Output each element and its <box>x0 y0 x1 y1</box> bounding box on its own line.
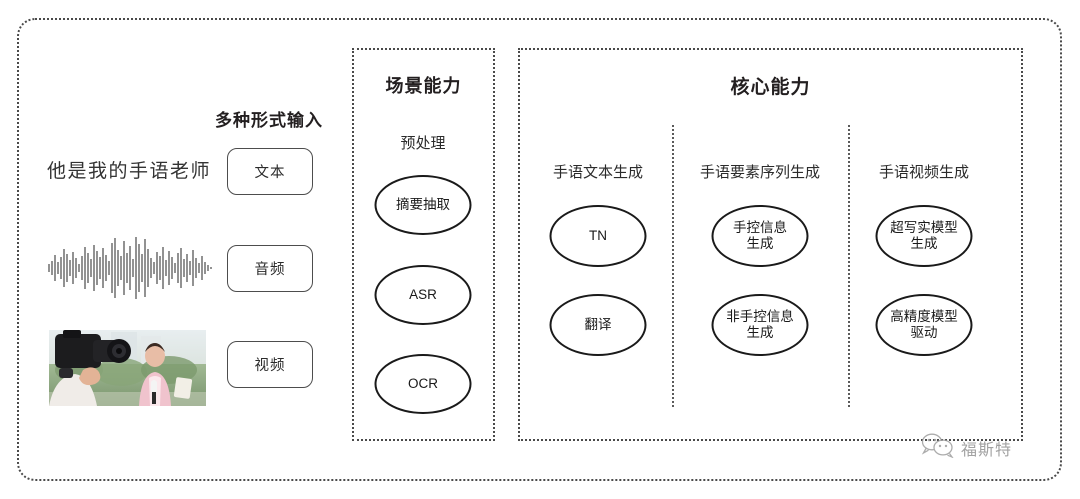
scene-capability-panel: 场景能力 <box>352 48 495 441</box>
core-capability-panel: 核心能力 <box>518 48 1023 441</box>
core-node-high-precision-model-driving[interactable]: 高精度模型 驱动 <box>875 294 973 356</box>
modality-button-video[interactable]: 视频 <box>227 341 313 388</box>
core-node-tn[interactable]: TN <box>549 205 647 267</box>
modality-button-text[interactable]: 文本 <box>227 148 313 195</box>
scene-column-header-preprocess: 预处理 <box>400 135 446 152</box>
core-column-divider-2 <box>848 125 850 407</box>
watermark: 福斯特 <box>920 432 1012 463</box>
wechat-icon <box>920 432 954 463</box>
core-node-photorealistic-model-generation[interactable]: 超写实模型 生成 <box>875 205 973 267</box>
sample-text-input: 他是我的手语老师 <box>47 161 212 182</box>
video-thumbnail <box>49 330 206 406</box>
core-capability-title: 核心能力 <box>730 77 811 98</box>
core-column-header-sign-element-sequence-generation: 手语要素序列生成 <box>699 164 821 181</box>
scene-node-ocr[interactable]: OCR <box>374 354 472 414</box>
modality-button-audio[interactable]: 音频 <box>227 245 313 292</box>
watermark-label: 福斯特 <box>961 441 1013 459</box>
core-column-divider-1 <box>672 125 674 407</box>
input-section-title: 多种形式输入 <box>215 111 323 130</box>
scene-node-summary-extraction[interactable]: 摘要抽取 <box>374 175 472 235</box>
core-node-manual-info-generation[interactable]: 手控信息 生成 <box>711 205 809 267</box>
core-node-non-manual-info-generation[interactable]: 非手控信息 生成 <box>711 294 809 356</box>
scene-capability-title: 场景能力 <box>385 76 462 96</box>
audio-waveform-icon <box>44 235 216 301</box>
core-column-header-sign-text-generation: 手语文本生成 <box>552 164 644 181</box>
core-node-translation[interactable]: 翻译 <box>549 294 647 356</box>
core-column-header-sign-video-generation: 手语视频生成 <box>878 164 970 181</box>
outer-frame <box>17 18 1062 481</box>
scene-node-asr[interactable]: ASR <box>374 265 472 325</box>
